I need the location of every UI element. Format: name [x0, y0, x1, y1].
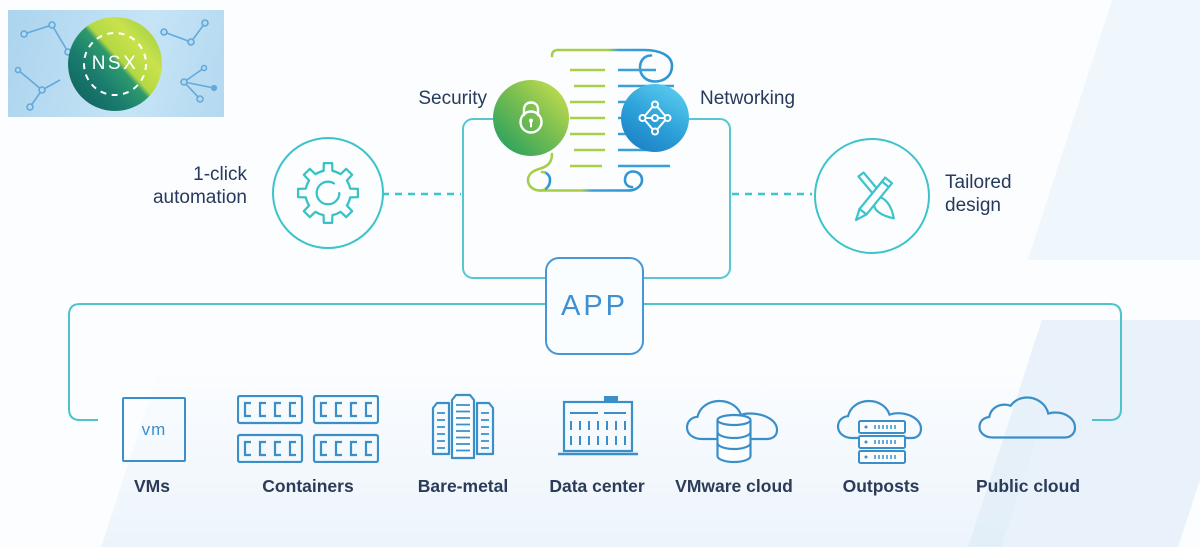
security-label: Security [418, 88, 487, 109]
platform-label-vms: VMs [134, 476, 170, 496]
app-connector-right [630, 303, 1122, 421]
lock-icon [519, 101, 543, 134]
platform-label-containers: Containers [262, 476, 354, 496]
public-cloud-icon [978, 396, 1077, 439]
platform-label-outposts: Outposts [842, 476, 920, 496]
outposts-icon [836, 399, 923, 464]
design-label: Tailored design [945, 171, 1012, 217]
automation-circle [272, 137, 384, 249]
platform-label-bare-metal: Bare-metal [417, 476, 509, 496]
nsx-logo-text: NSX [91, 53, 139, 74]
design-circle [814, 138, 930, 254]
nsx-logo: NSX [8, 10, 224, 117]
nsx-dashed-ring [83, 32, 147, 96]
design-label-line2: design [945, 195, 1001, 216]
network-nodes-icon [638, 100, 672, 136]
design-tools-icon [854, 171, 895, 222]
bare-metal-icon [431, 393, 495, 460]
nsx-logo-circle: NSX [68, 17, 162, 111]
platform-label-vmware-cloud: VMware cloud [675, 476, 793, 496]
vm-icon: vm [122, 397, 186, 462]
networking-badge [621, 84, 689, 152]
automation-label-line2: automation [152, 187, 247, 208]
security-badge [493, 80, 569, 156]
app-box: APP [545, 257, 644, 355]
containers-icon [237, 395, 379, 463]
design-label-line1: Tailored [945, 172, 1012, 193]
vmware-cloud-icon [685, 399, 779, 464]
automation-label: 1-click automation [117, 163, 247, 209]
platform-label-data-center: Data center [549, 476, 645, 496]
data-center-icon [558, 396, 638, 456]
app-label: APP [560, 289, 629, 322]
automation-label-line1: 1-click [193, 164, 247, 185]
platform-label-public-cloud: Public cloud [975, 476, 1081, 496]
app-connector-left [68, 303, 560, 421]
networking-label: Networking [700, 88, 796, 109]
gear-icon [296, 161, 360, 225]
logo-network-pattern [14, 19, 218, 111]
vm-icon-text: vm [141, 419, 167, 439]
